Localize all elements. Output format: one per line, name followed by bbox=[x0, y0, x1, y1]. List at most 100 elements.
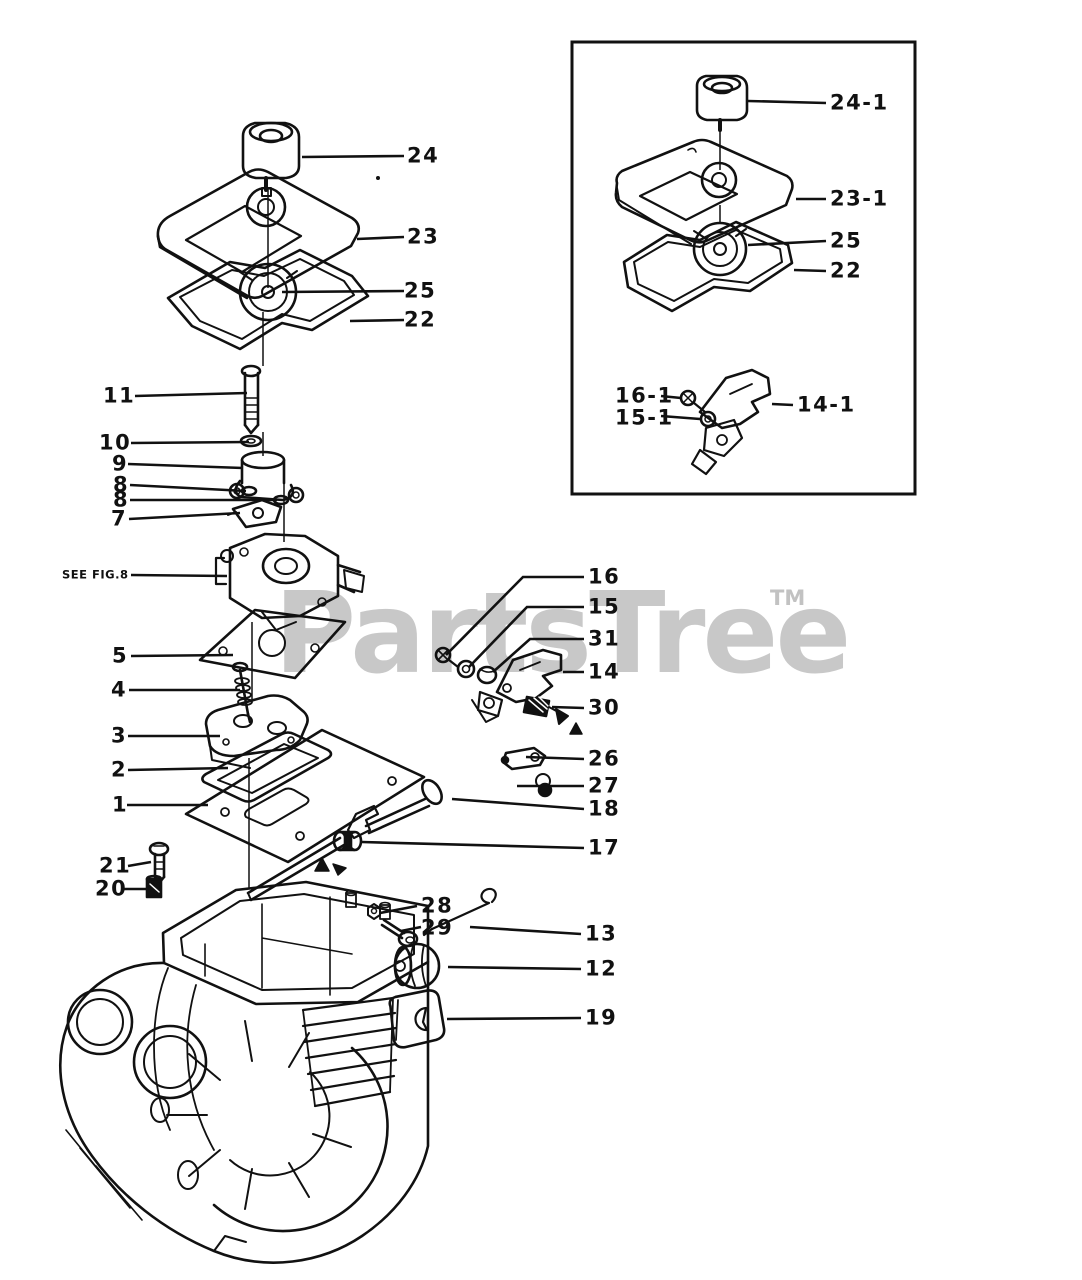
callout-26: 26 bbox=[588, 746, 621, 771]
callout-7: 7 bbox=[111, 506, 128, 531]
watermark-text: PartsTree bbox=[274, 569, 851, 699]
stray-dot bbox=[376, 176, 380, 180]
callout-9: 9 bbox=[112, 451, 129, 476]
leader-line bbox=[301, 154, 405, 159]
callout-1: 1 bbox=[112, 792, 129, 817]
leader-line bbox=[771, 402, 794, 407]
filter-element-art bbox=[238, 262, 298, 322]
callout-22: 22 bbox=[404, 307, 437, 332]
leader-line bbox=[551, 705, 585, 710]
trademark-symbol: TM bbox=[770, 586, 806, 610]
leader-line bbox=[130, 653, 234, 658]
leader-line bbox=[446, 1016, 582, 1021]
base-plate-art bbox=[184, 728, 426, 864]
leader-line bbox=[747, 239, 827, 247]
leader-line bbox=[468, 605, 584, 668]
pump-body-art bbox=[228, 450, 305, 504]
leader-line bbox=[445, 575, 584, 656]
callout-19: 19 bbox=[585, 1005, 618, 1030]
callout-12: 12 bbox=[585, 956, 618, 981]
leader-line bbox=[127, 860, 152, 868]
callout-inset-25: 25 bbox=[830, 228, 863, 253]
inset-panel bbox=[570, 40, 917, 496]
leader-line bbox=[361, 840, 585, 850]
leader-line bbox=[356, 235, 405, 241]
leader-line bbox=[492, 637, 584, 673]
callout-10: 10 bbox=[99, 430, 132, 455]
leader-line bbox=[447, 965, 582, 971]
callout-23: 23 bbox=[407, 224, 440, 249]
callout-15-1: 15-1 bbox=[615, 405, 674, 430]
choke-fasteners-art bbox=[434, 646, 498, 685]
callout-17: 17 bbox=[588, 835, 621, 860]
inset-filter-art bbox=[692, 221, 748, 277]
throttle-latch-art bbox=[500, 746, 553, 798]
see-fig-note: SEE FIG.8 bbox=[62, 567, 129, 582]
spring-screw-art bbox=[231, 661, 253, 724]
callout-16: 16 bbox=[588, 564, 621, 589]
inset-choke-lever-art bbox=[690, 368, 772, 476]
callout-4: 4 bbox=[111, 677, 128, 702]
callout-23-1: 23-1 bbox=[830, 186, 889, 211]
direction-arrow-icon bbox=[548, 706, 583, 735]
callout-3: 3 bbox=[111, 723, 128, 748]
callout-11: 11 bbox=[103, 383, 136, 408]
callout-24-1: 24-1 bbox=[830, 90, 889, 115]
callout-29: 29 bbox=[421, 915, 454, 940]
cover-gasket-art bbox=[166, 248, 370, 351]
callout-21: 21 bbox=[99, 853, 132, 878]
callout-25: 25 bbox=[404, 278, 437, 303]
triangle-marker-icon bbox=[314, 857, 347, 876]
leader-lines bbox=[124, 99, 827, 1021]
callout-16-1: 16-1 bbox=[615, 383, 674, 408]
inset-knob-art bbox=[695, 74, 749, 132]
callout-8: 8 bbox=[113, 472, 130, 497]
small-washer-art bbox=[240, 485, 290, 506]
carb-gasket-art bbox=[198, 608, 347, 680]
crankcase-art bbox=[59, 880, 430, 1264]
inset-border bbox=[570, 40, 917, 496]
leader-line bbox=[660, 394, 682, 400]
carburetor-art bbox=[214, 532, 365, 631]
leader-line bbox=[379, 904, 418, 915]
callout-24: 24 bbox=[407, 143, 440, 168]
insulator-art bbox=[204, 694, 309, 769]
leader-line bbox=[127, 766, 229, 772]
oval-grommet-art bbox=[388, 989, 446, 1049]
air-cleaner-cover-art bbox=[156, 168, 361, 300]
bracket-plate-art bbox=[227, 498, 283, 529]
callout-30: 30 bbox=[588, 695, 621, 720]
callout-13: 13 bbox=[585, 921, 618, 946]
long-screw-art bbox=[240, 364, 262, 435]
leader-line bbox=[128, 511, 241, 521]
round-grommet-art bbox=[393, 942, 441, 990]
leader-line bbox=[127, 462, 244, 470]
leader-line bbox=[130, 440, 250, 445]
leader-line bbox=[660, 414, 701, 421]
leader-line bbox=[130, 573, 228, 578]
callout-28: 28 bbox=[421, 893, 454, 918]
leader-line bbox=[129, 483, 247, 493]
callout-31: 31 bbox=[588, 626, 621, 651]
callout-20: 20 bbox=[95, 876, 128, 901]
callout-15: 15 bbox=[588, 594, 621, 619]
leader-line bbox=[281, 289, 405, 294]
return-spring-art bbox=[522, 695, 551, 718]
callout-27: 27 bbox=[588, 773, 621, 798]
leader-line bbox=[747, 99, 827, 105]
insulator-gasket-art bbox=[201, 731, 333, 803]
rod-grommet-art bbox=[332, 830, 363, 852]
leader-line bbox=[469, 925, 582, 936]
washer-art bbox=[239, 434, 263, 448]
plug-art bbox=[145, 874, 163, 899]
callout-2: 2 bbox=[111, 757, 128, 782]
callout-18: 18 bbox=[588, 796, 621, 821]
leader-line bbox=[451, 797, 585, 811]
callout-8b: 8 bbox=[113, 487, 130, 512]
callout-5: 5 bbox=[112, 643, 129, 668]
callout-inset-22: 22 bbox=[830, 258, 863, 283]
inset-fasteners-art bbox=[679, 389, 717, 428]
leader-line bbox=[793, 268, 827, 273]
leader-line bbox=[349, 318, 405, 323]
